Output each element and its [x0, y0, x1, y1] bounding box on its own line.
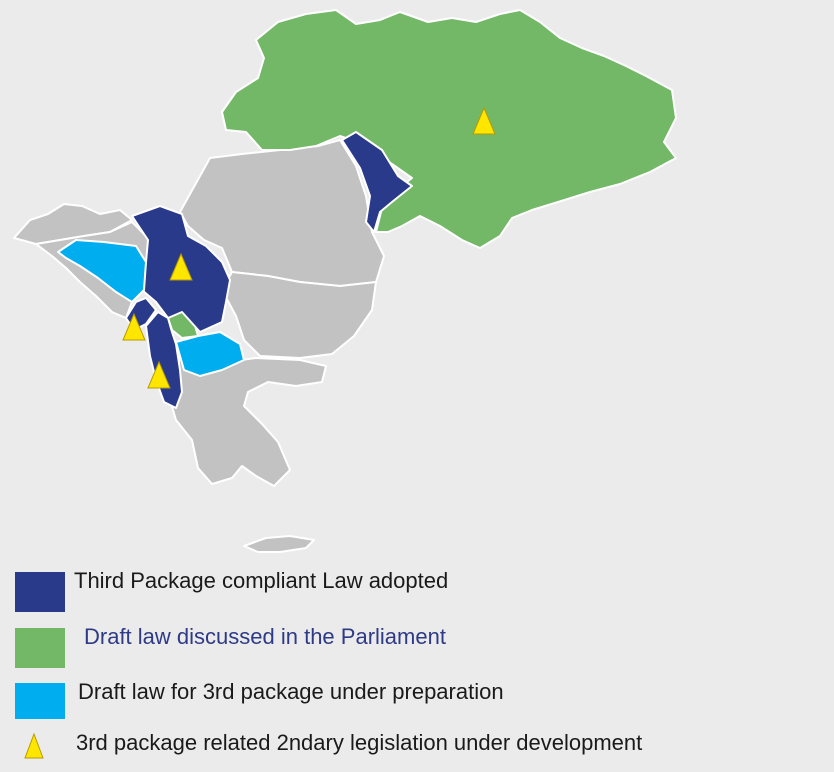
region-crete — [243, 535, 315, 553]
region-bulgaria — [221, 271, 377, 359]
legend-item-adopted: Third Package compliant Law adopted — [0, 566, 834, 612]
region-fyr-macedonia — [175, 331, 245, 377]
warning-triangle-icon — [147, 360, 171, 389]
warning-triangle-icon — [169, 252, 193, 281]
legend-item-preparation: Draft law for 3rd package under preparat… — [0, 677, 834, 719]
region-bosnia-and-herzegovina — [57, 239, 147, 303]
region-greece — [169, 353, 327, 487]
region-ukraine — [221, 9, 677, 249]
balkan-gas-map — [13, 9, 677, 553]
region-moldova — [341, 131, 413, 233]
warning-triangle-icon — [24, 732, 44, 759]
legend-label-secondary-legislation: 3rd package related 2ndary legislation u… — [76, 730, 643, 755]
warning-triangle-icon — [122, 312, 146, 341]
warning-triangle-icon — [472, 106, 496, 135]
legend-swatch-parliament — [15, 628, 65, 668]
legend-label-adopted: Third Package compliant Law adopted — [74, 568, 449, 593]
legend-item-secondary-legislation: 3rd package related 2ndary legislation u… — [0, 728, 834, 768]
legend-item-parliament: Draft law discussed in the Parliament — [0, 622, 834, 668]
legend-swatch-preparation — [15, 683, 65, 719]
legend-label-preparation: Draft law for 3rd package under preparat… — [78, 679, 504, 704]
legend-label-parliament: Draft law discussed in the Parliament — [84, 624, 446, 649]
legend-swatch-adopted — [15, 572, 65, 612]
